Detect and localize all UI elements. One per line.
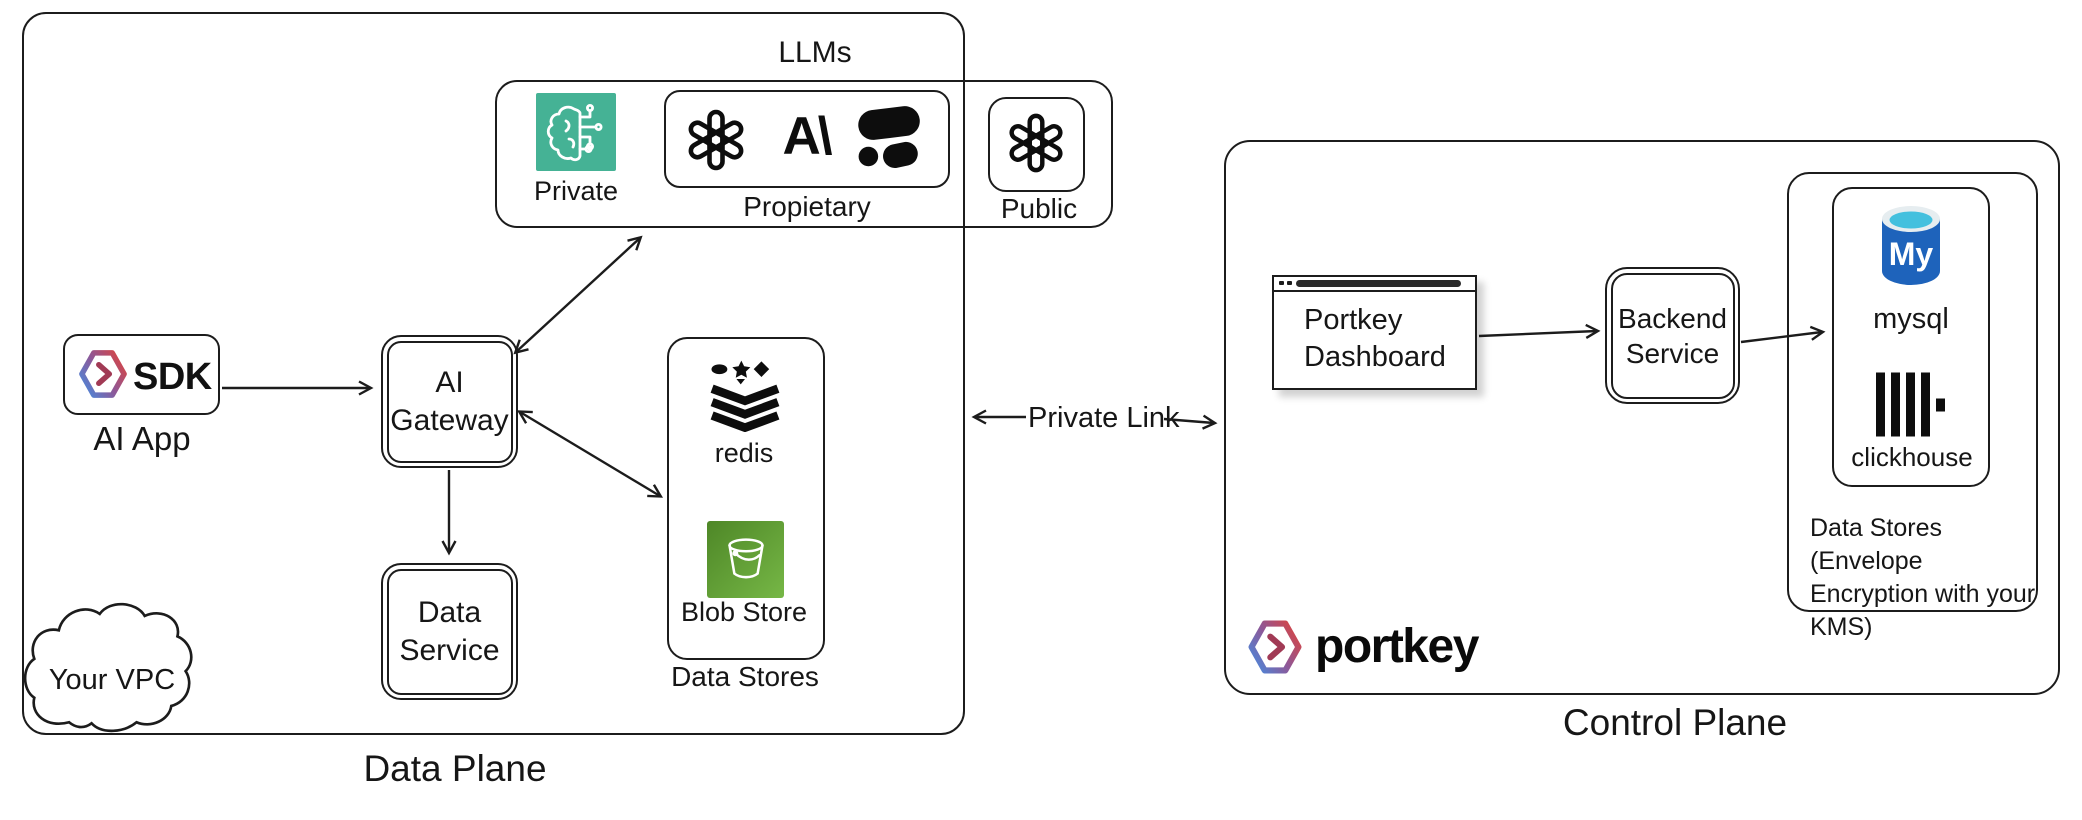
- llms-box: [495, 80, 1113, 228]
- proprietary-label: Propietary: [743, 191, 871, 222]
- dashboard-label-line2: Dashboard: [1304, 341, 1446, 373]
- arrow-gateway-to-llms: [513, 235, 643, 355]
- clickhouse-label: clickhouse: [1851, 442, 1973, 472]
- kms-caption-line2: Encryption with your: [1810, 580, 2036, 608]
- private-llm-label: Private: [533, 176, 619, 206]
- blob-store-icon: [707, 521, 784, 598]
- backend-service-label-line2: Service: [1625, 337, 1720, 369]
- vpc-label: Your VPC: [48, 664, 176, 696]
- browser-dot-icon: [1279, 281, 1284, 285]
- brain-circuit-icon: [546, 104, 603, 162]
- arrow-dashboard-to-backend: [1478, 323, 1601, 339]
- kms-caption-line1: Data Stores (Envelope: [1810, 514, 1943, 575]
- data-stores-box: [667, 337, 825, 660]
- redis-label: redis: [714, 438, 774, 468]
- redis-icon: [706, 360, 784, 432]
- browser-titlebar: [1274, 277, 1475, 292]
- cohere-icon: [855, 104, 925, 174]
- backend-service-label-line1: Backend: [1618, 302, 1727, 334]
- arrow-backend-to-kms-stores: [1740, 325, 1826, 344]
- kms-data-stores-box: [1787, 172, 2038, 612]
- ai-app-label: AI App: [93, 420, 191, 457]
- data-service-label-line1: Data: [417, 596, 482, 629]
- data-service-box: Data Service: [381, 563, 518, 700]
- mysql-clickhouse-box: [1832, 187, 1990, 487]
- ai-gateway-box: AI Gateway: [381, 335, 518, 468]
- portkey-dashboard-window: Portkey Dashboard: [1272, 275, 1477, 390]
- mysql-label: mysql: [1873, 303, 1949, 335]
- data-service-label-line2: Service: [399, 633, 500, 667]
- kms-caption-line3: KMS): [1810, 613, 1873, 641]
- ai-app-sdk-box: [63, 334, 220, 415]
- public-label: Public: [1000, 193, 1078, 224]
- control-plane-label: Control Plane: [1562, 702, 1788, 743]
- ai-gateway-label-line2: Gateway: [390, 403, 509, 437]
- private-llm-icon: [536, 93, 616, 171]
- clickhouse-icon: [1876, 372, 1946, 437]
- kms-caption: Data Stores (Envelope Encryption with yo…: [1810, 512, 2042, 644]
- browser-address-bar: [1296, 279, 1461, 287]
- browser-dot-icon: [1287, 281, 1292, 285]
- control-plane-box: [1224, 140, 2060, 695]
- data-stores-label: Data Stores: [671, 661, 819, 692]
- anthropic-icon: A\: [782, 107, 833, 166]
- proprietary-llms-box: [664, 90, 950, 188]
- backend-service-box: Backend Service: [1605, 267, 1740, 404]
- private-link-label: Private Link: [1028, 402, 1180, 434]
- mysql-icon: My: [1872, 203, 1950, 299]
- arrow-gateway-to-data-stores: [516, 410, 664, 498]
- dashboard-label-line1: Portkey: [1304, 304, 1403, 336]
- arrow-private-link-right: [1163, 414, 1218, 430]
- portkey-wordmark: portkey: [1315, 620, 1479, 673]
- blob-store-label: Blob Store: [680, 597, 808, 627]
- sdk-label: SDK: [133, 356, 212, 398]
- mysql-my-glyph: My: [1889, 236, 1934, 272]
- data-plane-box: [22, 12, 965, 735]
- public-llm-box: [988, 97, 1085, 192]
- vpc-cloud: [20, 593, 204, 735]
- ai-gateway-label-line1: AI: [435, 366, 464, 399]
- llms-label: LLMs: [778, 36, 852, 69]
- data-plane-label: Data Plane: [363, 748, 547, 789]
